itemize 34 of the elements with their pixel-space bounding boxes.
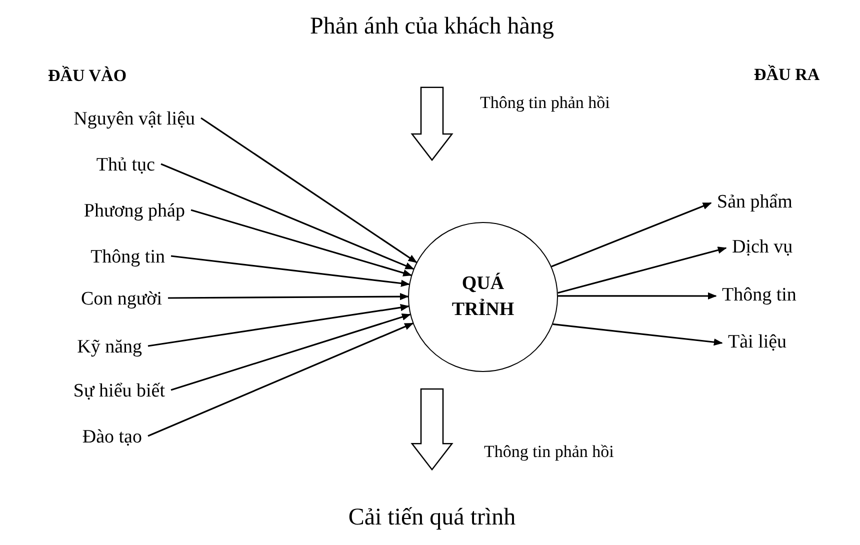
edge-label: Thông tin phản hồi bbox=[478, 93, 612, 113]
heading-text: Cải tiến quá trình bbox=[348, 504, 516, 532]
arrow bbox=[170, 314, 411, 391]
item-text: Phương pháp bbox=[84, 200, 185, 224]
arrow bbox=[190, 209, 412, 276]
item-text: Kỹ năng bbox=[77, 336, 142, 360]
arrow bbox=[160, 163, 414, 270]
arrow bbox=[200, 117, 418, 264]
arrow bbox=[558, 246, 727, 294]
arrow bbox=[170, 255, 410, 287]
arrow bbox=[168, 293, 409, 300]
section-heading: ĐẦU VÀO bbox=[48, 66, 127, 86]
item-text: Con người bbox=[80, 288, 162, 312]
item-text: Nguyên vật liệu bbox=[74, 108, 195, 132]
item-text: Tài liệu bbox=[728, 332, 787, 354]
process-label: QUÁ TRỈNH bbox=[450, 272, 516, 322]
item-text: Thủ tục bbox=[96, 154, 155, 178]
block-arrow bbox=[410, 388, 454, 471]
item-text: Dịch vụ bbox=[732, 236, 793, 260]
block-arrow bbox=[410, 86, 454, 162]
edge-label: Thông tin phản hồi bbox=[482, 442, 616, 462]
process-circle bbox=[408, 222, 558, 372]
item-text: Thông tin bbox=[722, 284, 796, 308]
item-text: Sự hiểu biết bbox=[73, 380, 165, 404]
item-text: Đào tạo bbox=[82, 426, 142, 450]
heading-text: Phản ánh của khách hàng bbox=[310, 12, 554, 42]
arrow bbox=[148, 304, 410, 347]
item-text: Thông tin bbox=[90, 246, 165, 270]
item-text: Sản phẩm bbox=[717, 192, 792, 214]
arrow bbox=[551, 202, 712, 268]
arrow bbox=[148, 322, 414, 437]
section-heading: ĐẦU RA bbox=[754, 64, 820, 86]
arrow bbox=[552, 323, 723, 346]
arrow bbox=[558, 292, 717, 300]
